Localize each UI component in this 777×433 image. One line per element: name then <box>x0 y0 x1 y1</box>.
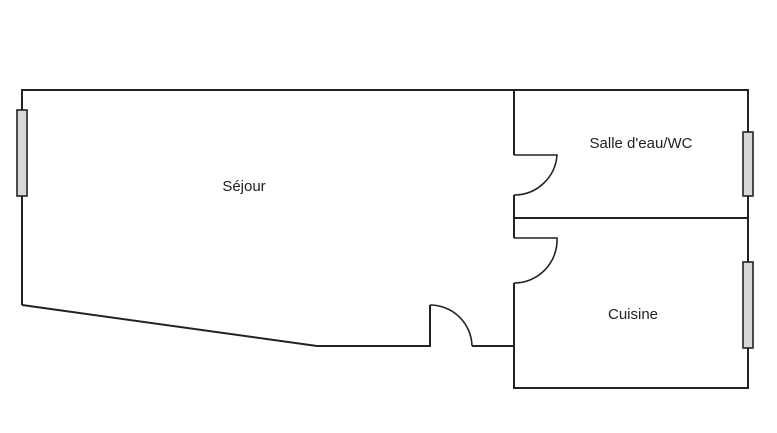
room-label-sejour: Séjour <box>222 178 265 195</box>
kitchen-window <box>742 261 754 349</box>
bathroom-window <box>742 131 754 197</box>
entry-door <box>429 304 473 347</box>
room-label-salle-eau: Salle d'eau/WC <box>590 135 693 152</box>
room-label-cuisine: Cuisine <box>608 306 658 323</box>
sejour-bottom-wall <box>21 304 431 347</box>
bathroom-door <box>513 154 558 196</box>
kitchen-door <box>513 237 558 284</box>
sejour-window <box>16 109 28 197</box>
